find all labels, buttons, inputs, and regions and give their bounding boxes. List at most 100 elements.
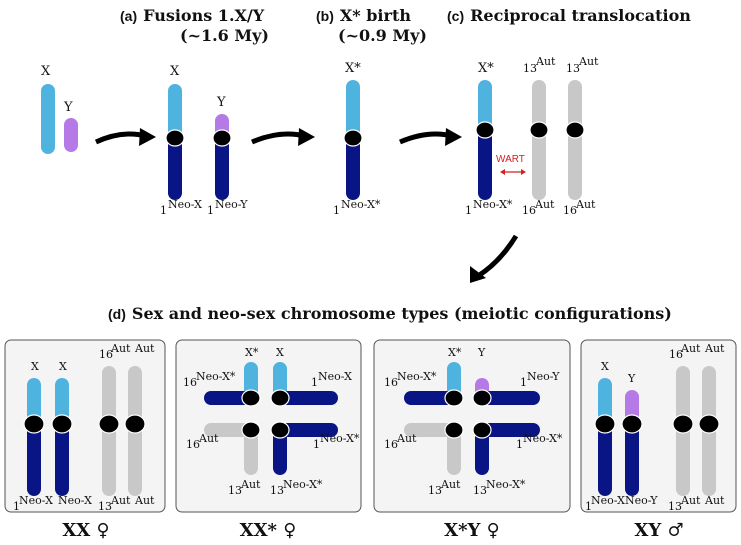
centromere [444,389,464,407]
label-16-prefix: 16 [384,438,398,451]
label-16aut-b: Aut [575,198,596,211]
label-neo-prefix: 1 [311,376,318,389]
label-neo-xstar: Neo-X* [320,432,360,445]
label-13aut-b: Aut [578,55,599,68]
caption-xx: XX ♀ [62,520,109,541]
neo-xstar-horizontal [478,423,540,437]
label-xstar: X* [345,61,361,76]
caption-xstary: X*Y ♀ [444,520,500,541]
label-13-prefix: 13 [428,484,442,497]
wart-label: WART [496,154,525,165]
panel-xx [4,339,166,513]
label-neo-x: Neo-X [591,494,625,507]
centromere [698,414,720,434]
label-13aut-b-prefix: 13 [566,62,580,75]
label-13-prefix: 13 [473,484,487,497]
centromere [212,129,232,147]
label-neo-prefix: 1 [585,500,592,513]
heading-a-tag: (a) [120,8,138,24]
centromere [270,421,290,439]
arrow-down [476,234,519,279]
centromere [621,414,643,434]
centromere [270,389,290,407]
neo-x-horizontal [276,391,338,405]
config-xxstar: X* X 16 Neo-X* 1 Neo-X 16 Aut 1 Neo-X* 1… [183,346,360,497]
label-aut: Aut [396,432,417,445]
label-neo-x: Neo-X [58,494,92,507]
label-13-prefix: 13 [228,484,242,497]
heading-b-tag: (b) [316,8,334,24]
stage-original-xy: X Y [41,64,78,154]
centromere [343,129,363,147]
label-neo-xstar-c-prefix: 1 [465,204,472,217]
centromere [472,389,492,407]
xstar-arm [447,362,461,398]
chromosome-y [64,118,78,152]
label-aut: Aut [680,494,701,507]
heading-d-tag: (d) [108,306,126,322]
centromere [444,421,464,439]
arrow-2 [251,131,306,145]
label-x: X [601,360,609,373]
label-aut: Aut [704,494,725,507]
label-x: X [59,360,67,373]
label-aut: Aut [198,432,219,445]
label-neo-x: Neo-X [19,494,53,507]
caption-xxstar: XX* ♀ [240,520,297,541]
label-neo-xstar: Neo-X* [196,370,236,383]
label-aut: Aut [240,478,261,491]
config-xstary: X* Y 16 Neo-X* 1 Neo-Y 16 Aut 1 Neo-X* 1… [384,346,563,497]
x-arm [273,362,287,398]
arrow-1 [94,131,147,145]
label-xstar: X* [245,346,259,359]
centromere [672,414,694,434]
config-xy: X Y 1 Neo-X Neo-Y 16 Aut Aut 13 Aut Aut [585,342,725,513]
neo-arm [625,418,639,496]
label-neo-xstar: Neo-X* [283,478,323,491]
stage-fusions: X 1 Neo-X Y 1 Neo-Y [160,64,248,217]
heading-a-title: Fusions 1.X/Y [143,6,265,25]
label-xstar-c: X* [478,61,494,76]
wart-arrow-head-right [521,169,526,175]
label-aut: Aut [134,494,155,507]
neo-arm [55,418,69,496]
label-aut: Aut [680,342,701,355]
heading-b-title: X* birth [339,6,411,25]
label-neo-y: Neo-Y [527,370,560,383]
neo-arm [598,418,612,496]
arrow-1-head [139,128,156,146]
arrow-3-head [445,128,462,146]
centromere [594,414,616,434]
heading-c: (c)Reciprocal translocation [447,6,691,25]
neo-xstar-vertical [273,427,287,475]
label-neo-xstar-c: Neo-X* [473,198,513,211]
label-x: X [276,346,284,359]
heading-b: (b) X* birth [316,6,411,25]
label-aut: Aut [110,342,131,355]
xstar-arm-x [346,80,360,142]
label-aut: Aut [704,342,725,355]
autosome-13-16-b [568,80,582,200]
label-xstar: X* [448,346,462,359]
centromere [165,129,185,147]
label-y: Y [477,346,486,359]
centromere [475,121,495,139]
heading-d-title: Sex and neo-sex chromosome types (meioti… [131,304,672,323]
centromere [23,414,45,434]
label-x: X [41,64,51,79]
heading-a: (a) Fusions 1.X/Y [120,6,264,25]
centromere [241,421,261,439]
panel-xstary [373,339,571,513]
label-neo-xstar: Neo-X* [486,478,526,491]
aut13-vertical [447,427,461,475]
heading-b-sub: (~0.9 My) [338,26,427,45]
neo-xstar-horizontal [276,423,338,437]
centromere [51,414,73,434]
label-neo-y: Neo-Y [625,494,658,507]
caption-xy: XY ♂ [634,520,683,541]
neo-xstar-vertical [475,427,489,475]
label-16aut-a: Aut [534,198,555,211]
label-16-prefix: 16 [384,376,398,389]
label-neo-x-prefix: 1 [160,204,167,217]
label-neo-xstar-prefix: 1 [333,204,340,217]
